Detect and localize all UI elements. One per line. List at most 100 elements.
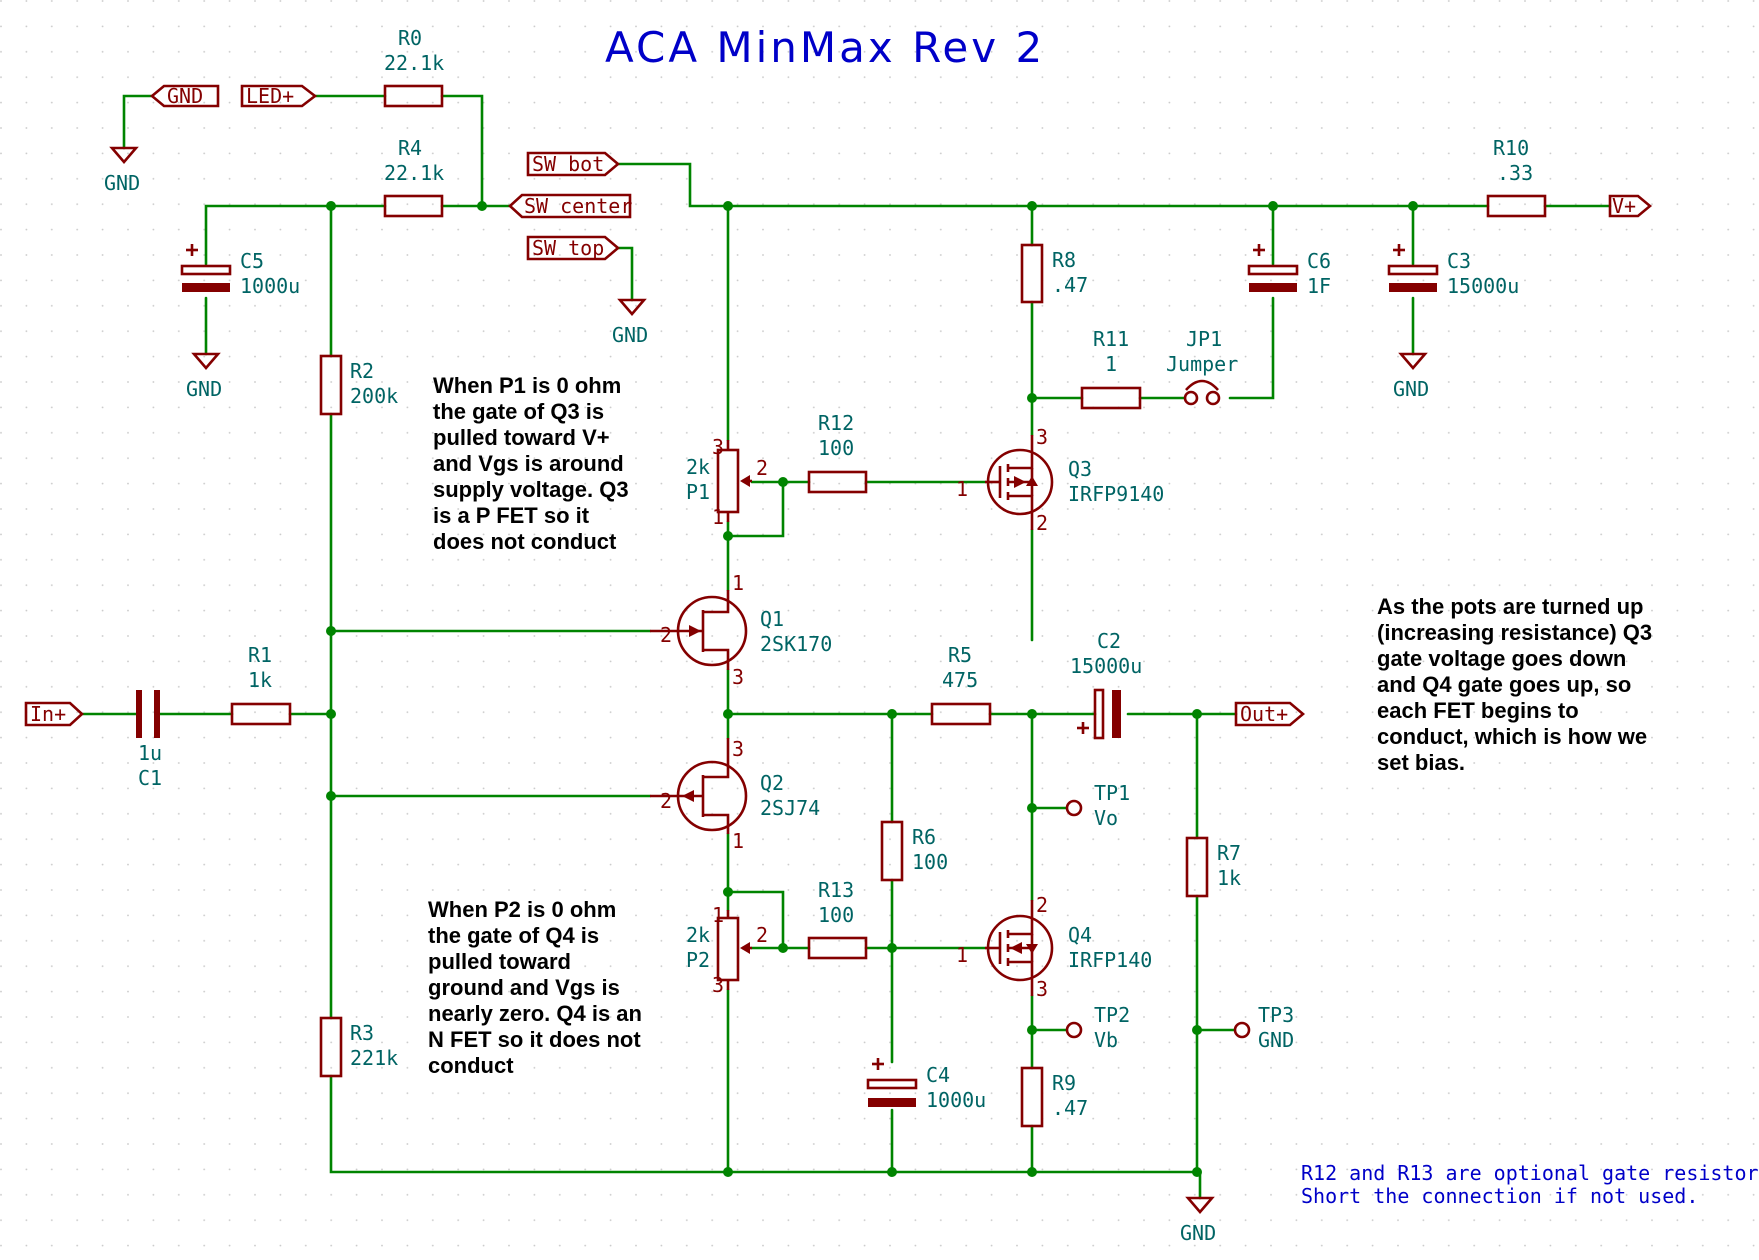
note-p1: When P1 is 0 ohm the gate of Q3 is pulle… [433,373,635,554]
net-label-sw-bot: SW_bot [526,151,621,177]
resistor-r8: R8 .47 [1020,243,1088,304]
resistor-r13: R13 100 [807,878,868,960]
capacitor-c2: C2 15000u [1070,629,1142,740]
svg-text:R10: R10 [1493,136,1529,160]
svg-text:Q3: Q3 [1068,457,1092,481]
capacitor-c1: 1u C1 [136,690,162,790]
gnd-symbol: GND [104,146,140,195]
svg-text:GND: GND [1180,1221,1216,1245]
svg-text:C5: C5 [240,249,264,273]
svg-text:2: 2 [1036,893,1048,917]
svg-text:3: 3 [1036,977,1048,1001]
svg-text:1: 1 [732,571,744,595]
resistor-r5: R5 475 [930,643,992,726]
svg-text:R4: R4 [398,136,422,160]
svg-text:1000u: 1000u [240,274,300,298]
svg-text:2: 2 [756,923,768,947]
junctions [326,201,1418,1177]
svg-text:100: 100 [912,850,948,874]
svg-text:V+: V+ [1612,194,1636,218]
resistor-r7: R7 1k [1185,836,1241,898]
test-point-tp2: TP2 Vb [1065,1003,1130,1052]
svg-text:.47: .47 [1052,1096,1088,1120]
gnd-symbol: GND [1393,352,1429,401]
svg-text:1: 1 [712,903,724,927]
resistor-r6: R6 100 [880,820,948,882]
svg-text:In+: In+ [30,702,66,726]
jfet-q1: 1 2 3 Q1 2SK170 [650,571,832,689]
capacitor-c5: C5 1000u [180,244,300,298]
svg-text:Vb: Vb [1094,1028,1118,1052]
svg-text:R1: R1 [248,643,272,667]
mosfet-q4: 2 1 3 Q4 IRFP140 [956,893,1152,1001]
svg-text:C2: C2 [1097,629,1121,653]
resistor-r11: R11 1 [1080,327,1142,410]
svg-text:3: 3 [732,665,744,689]
svg-text:2: 2 [660,623,672,647]
svg-text:LED+: LED+ [246,84,294,108]
svg-text:IRFP9140: IRFP9140 [1068,482,1164,506]
svg-text:GND: GND [186,377,222,401]
net-label-gnd-flag: GND [149,84,220,108]
svg-text:3: 3 [712,435,724,459]
svg-text:SW_center: SW_center [524,194,632,218]
resistor-r1: R1 1k [230,643,292,726]
svg-text:P1: P1 [686,480,710,504]
wires [80,94,1612,1200]
svg-text:C1: C1 [138,766,162,790]
resistor-r3: R3 221k [319,1016,398,1078]
svg-text:R12: R12 [818,411,854,435]
svg-text:3: 3 [712,973,724,997]
svg-text:2k: 2k [686,455,710,479]
svg-text:2: 2 [660,789,672,813]
svg-text:TP2: TP2 [1094,1003,1130,1027]
svg-text:R6: R6 [912,825,936,849]
svg-text:GND: GND [1393,377,1429,401]
svg-text:R11: R11 [1093,327,1129,351]
svg-text:P2: P2 [686,948,710,972]
svg-text:3: 3 [1036,425,1048,449]
capacitor-c3: C3 15000u [1387,244,1519,298]
svg-text:221k: 221k [350,1046,398,1070]
jfet-q2: 3 2 1 Q2 2SJ74 [650,737,820,853]
net-label-out: Out+ [1234,701,1306,727]
svg-text:TP1: TP1 [1094,781,1130,805]
net-label-in: In+ [24,701,84,727]
svg-text:C3: C3 [1447,249,1471,273]
net-label-led: LED+ [240,84,318,108]
svg-text:15000u: 15000u [1070,654,1142,678]
note-gate-resistors: R12 and R13 are optional gate resistors.… [1301,1161,1759,1208]
svg-text:1F: 1F [1307,274,1331,298]
svg-text:1000u: 1000u [926,1088,986,1112]
svg-text:475: 475 [942,668,978,692]
potentiometer-p2: 1 3 2 2k P2 [686,903,768,997]
gnd-symbol: GND [1180,1196,1216,1245]
mosfet-q3: 3 1 2 Q3 IRFP9140 [956,425,1164,535]
resistor-r12: R12 100 [807,411,868,494]
svg-text:22.1k: 22.1k [384,161,444,185]
svg-text:1k: 1k [248,668,272,692]
svg-text:1k: 1k [1217,866,1241,890]
note-p2: When P2 is 0 ohm the gate of Q4 is pulle… [428,897,648,1078]
resistor-r9: R9 .47 [1020,1066,1088,1128]
svg-text:R7: R7 [1217,841,1241,865]
svg-text:Out+: Out+ [1240,702,1288,726]
svg-text:R8: R8 [1052,248,1076,272]
svg-text:JP1: JP1 [1186,327,1222,351]
svg-text:R2: R2 [350,359,374,383]
svg-text:22.1k: 22.1k [384,51,444,75]
svg-text:C6: C6 [1307,249,1331,273]
svg-text:GND: GND [612,323,648,347]
schematic-title: ACA MinMax Rev 2 [605,23,1045,72]
svg-text:SW_top: SW_top [532,236,604,260]
svg-text:Q2: Q2 [760,771,784,795]
svg-text:2: 2 [1036,511,1048,535]
svg-text:2SJ74: 2SJ74 [760,796,820,820]
svg-text:R3: R3 [350,1021,374,1045]
resistor-r2: R2 200k [319,354,398,416]
svg-text:200k: 200k [350,384,398,408]
svg-text:R13: R13 [818,878,854,902]
net-label-vplus: V+ [1608,194,1653,218]
svg-text:TP3: TP3 [1258,1003,1294,1027]
